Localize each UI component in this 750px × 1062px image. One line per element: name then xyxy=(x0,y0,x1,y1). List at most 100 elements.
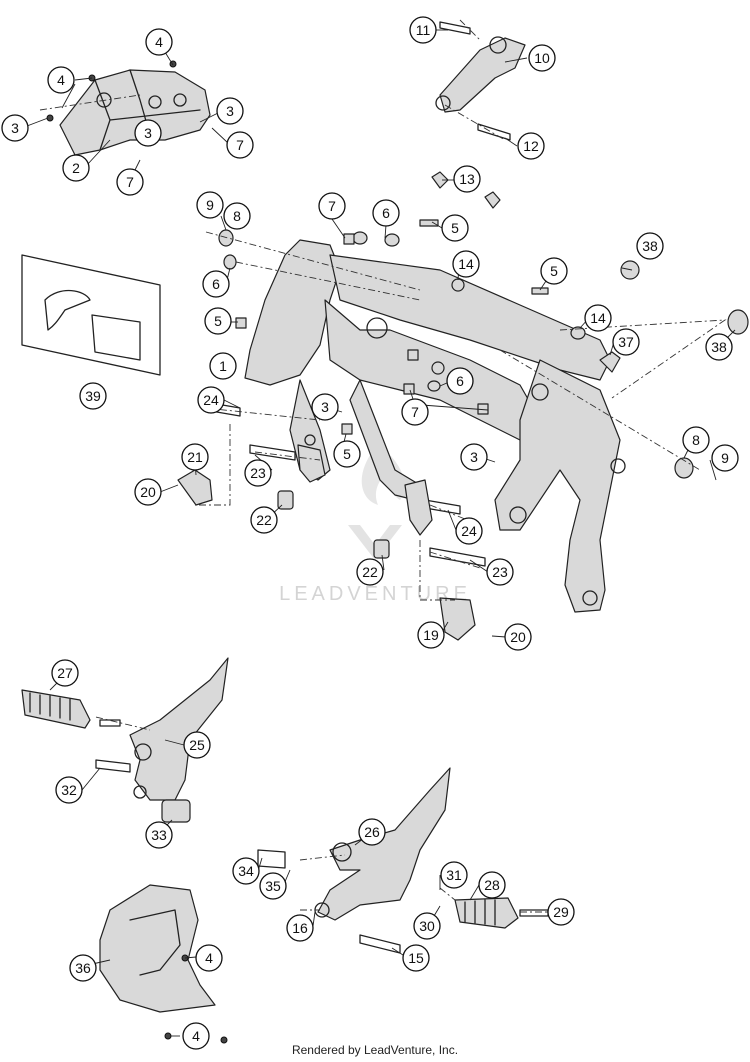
svg-text:2: 2 xyxy=(72,160,80,176)
svg-text:4: 4 xyxy=(192,1028,200,1044)
callout-6b: 6 xyxy=(202,270,230,298)
callout-8a: 8 xyxy=(223,202,251,230)
svg-text:7: 7 xyxy=(411,404,419,420)
callout-29: 29 xyxy=(547,898,575,926)
callout-3e: 3 xyxy=(460,443,488,471)
svg-text:26: 26 xyxy=(364,824,380,840)
svg-text:4: 4 xyxy=(155,34,163,50)
svg-text:21: 21 xyxy=(187,449,203,465)
svg-text:34: 34 xyxy=(238,863,254,879)
headlight-bracket-cover xyxy=(46,60,211,156)
svg-text:20: 20 xyxy=(510,629,526,645)
svg-text:9: 9 xyxy=(206,197,214,213)
svg-text:3: 3 xyxy=(11,120,19,136)
svg-text:11: 11 xyxy=(416,22,431,38)
svg-text:9: 9 xyxy=(721,450,729,466)
callout-7b: 7 xyxy=(116,168,144,196)
callout-5d: 5 xyxy=(333,440,361,468)
footer-credit: Rendered by LeadVenture, Inc. xyxy=(292,1043,458,1057)
callout-23a: 23 xyxy=(244,459,272,487)
callout-7d: 7 xyxy=(401,398,429,426)
svg-text:5: 5 xyxy=(214,313,222,329)
callout-5c: 5 xyxy=(204,307,232,335)
fasteners xyxy=(177,171,749,641)
svg-text:4: 4 xyxy=(205,950,213,966)
svg-text:14: 14 xyxy=(590,310,606,326)
svg-text:38: 38 xyxy=(711,339,727,355)
callout-26: 26 xyxy=(358,818,386,846)
svg-text:23: 23 xyxy=(492,564,508,580)
svg-text:39: 39 xyxy=(85,388,101,404)
callout-12: 12 xyxy=(517,132,545,160)
callout-13: 13 xyxy=(453,165,481,193)
callout-33: 33 xyxy=(145,821,173,849)
svg-text:1: 1 xyxy=(219,358,227,374)
svg-text:10: 10 xyxy=(534,50,550,66)
callout-1: 1 xyxy=(209,352,237,380)
svg-text:7: 7 xyxy=(328,198,336,214)
parts-drawing xyxy=(21,21,749,1044)
callout-3b: 3 xyxy=(216,97,244,125)
callout-2: 2 xyxy=(62,154,90,182)
svg-text:28: 28 xyxy=(484,877,500,893)
callout-25: 25 xyxy=(183,731,211,759)
svg-text:36: 36 xyxy=(75,960,91,976)
callout-24a: 24 xyxy=(197,386,225,414)
callout-24b: 24 xyxy=(455,517,483,545)
svg-text:23: 23 xyxy=(250,465,266,481)
svg-text:6: 6 xyxy=(382,205,390,221)
footpeg-bracket-right xyxy=(257,767,549,954)
callout-23b: 23 xyxy=(486,558,514,586)
svg-text:24: 24 xyxy=(203,392,219,408)
svg-text:20: 20 xyxy=(140,484,156,500)
callout-4d: 4 xyxy=(182,1022,210,1050)
callout-3a: 3 xyxy=(1,114,29,142)
callout-14b: 14 xyxy=(584,304,612,332)
svg-text:3: 3 xyxy=(226,103,234,119)
callout-38a: 38 xyxy=(636,232,664,260)
svg-text:33: 33 xyxy=(151,827,167,843)
svg-text:13: 13 xyxy=(459,171,475,187)
svg-text:30: 30 xyxy=(419,918,435,934)
main-frame xyxy=(244,239,626,613)
svg-text:3: 3 xyxy=(144,125,152,141)
svg-text:8: 8 xyxy=(692,432,700,448)
svg-text:32: 32 xyxy=(61,782,77,798)
callout-27: 27 xyxy=(51,659,79,687)
svg-text:8: 8 xyxy=(233,208,241,224)
callout-7c: 7 xyxy=(318,192,346,220)
svg-text:29: 29 xyxy=(553,904,569,920)
svg-text:6: 6 xyxy=(212,276,220,292)
callout-9a: 9 xyxy=(196,191,224,219)
svg-text:5: 5 xyxy=(343,446,351,462)
decal-sheet xyxy=(21,254,161,376)
reference-lines xyxy=(39,19,727,913)
svg-text:22: 22 xyxy=(362,564,378,580)
svg-text:3: 3 xyxy=(470,449,478,465)
svg-text:3: 3 xyxy=(321,399,329,415)
svg-text:7: 7 xyxy=(236,137,244,153)
callout-11: 11 xyxy=(409,16,437,44)
callouts: 1 2 3 3 3 3 3 3 4 4 4 4 5 5 5 5 6 6 6 7 … xyxy=(1,16,739,1050)
svg-text:4: 4 xyxy=(57,72,65,88)
callout-22a: 22 xyxy=(250,506,278,534)
callout-37: 37 xyxy=(612,328,640,356)
svg-text:19: 19 xyxy=(423,627,439,643)
callout-5a: 5 xyxy=(441,214,469,242)
callout-36: 36 xyxy=(69,954,97,982)
svg-text:22: 22 xyxy=(256,512,272,528)
linkage-rocker xyxy=(435,21,526,141)
svg-text:38: 38 xyxy=(642,238,658,254)
callout-19: 19 xyxy=(417,621,445,649)
svg-text:5: 5 xyxy=(550,263,558,279)
svg-text:5: 5 xyxy=(451,220,459,236)
callout-4b: 4 xyxy=(47,66,75,94)
callout-7a: 7 xyxy=(226,131,254,159)
svg-text:6: 6 xyxy=(456,373,464,389)
callout-9b: 9 xyxy=(711,444,739,472)
callout-35: 35 xyxy=(259,872,287,900)
callout-4a: 4 xyxy=(145,28,173,56)
svg-text:31: 31 xyxy=(446,867,462,883)
callout-39: 39 xyxy=(79,382,107,410)
callout-32: 32 xyxy=(55,776,83,804)
